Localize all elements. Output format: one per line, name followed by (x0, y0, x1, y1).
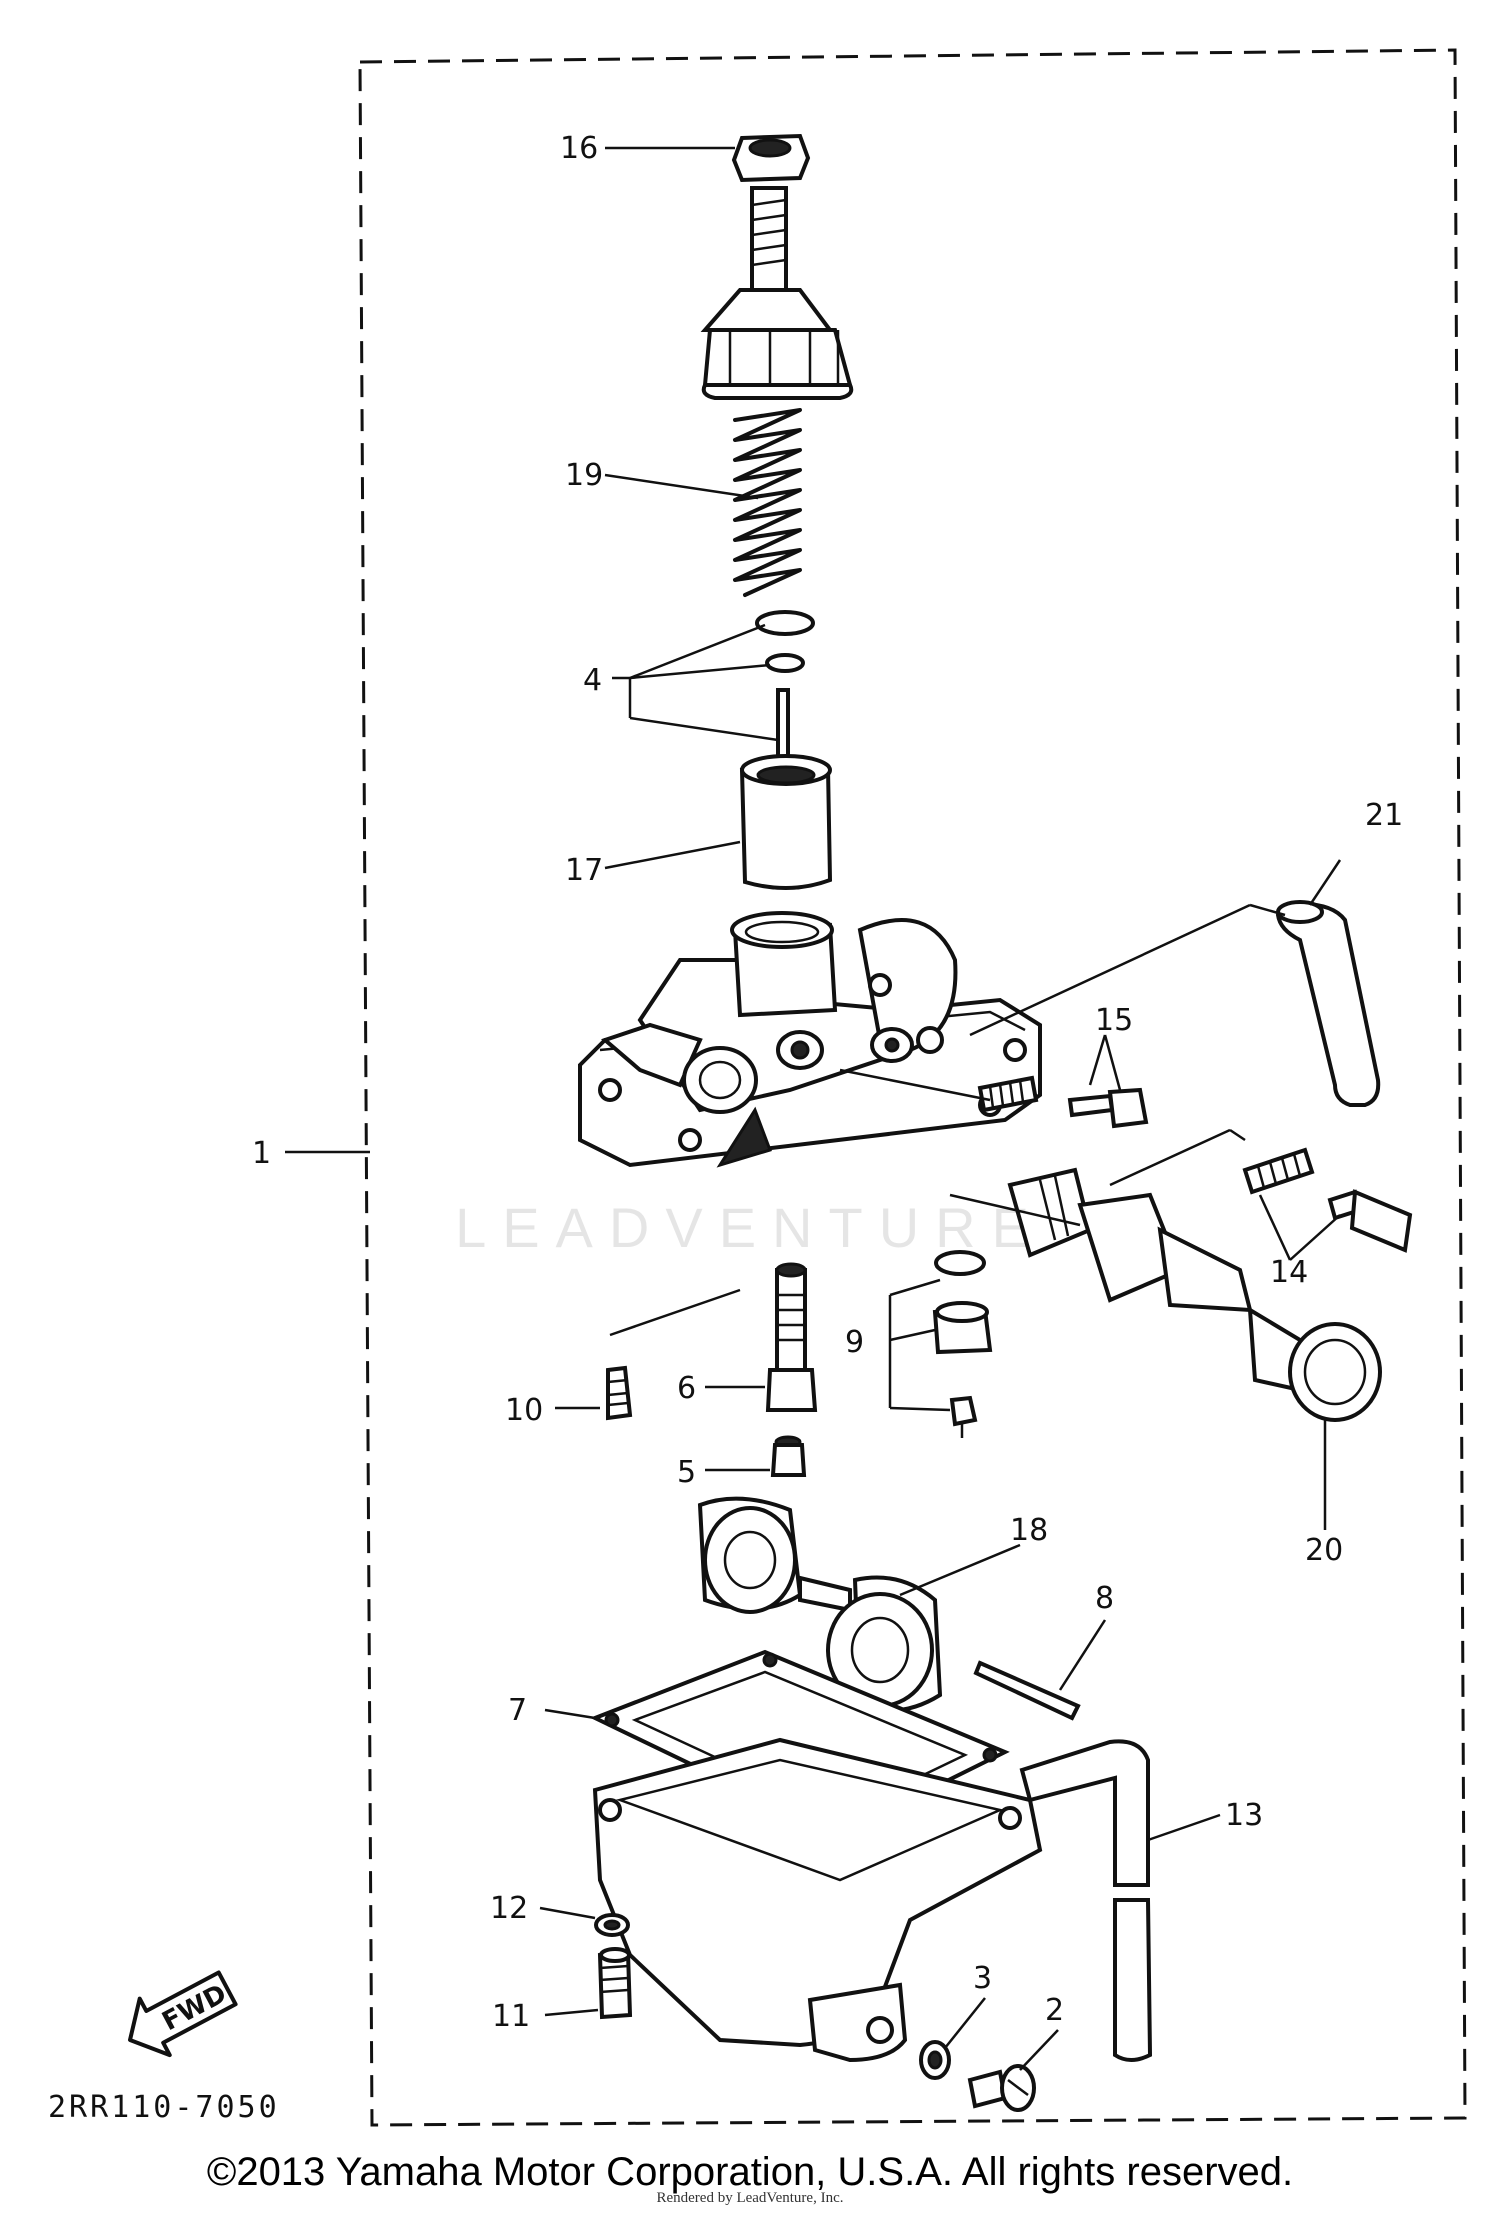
fwd-arrow-icon: FWD (128, 1970, 238, 2058)
part-10-pilot-jet (606, 1365, 633, 1421)
part-3-drain-washer (919, 2040, 951, 2080)
callout-19: 19 (565, 458, 603, 493)
part-20-choke-plunger (1007, 1167, 1382, 1422)
part-8-float-pin (973, 1660, 1081, 1721)
callout-21: 21 (1365, 798, 1403, 833)
rendered-by-notice: Rendered by LeadVenture, Inc. (656, 2190, 844, 2206)
part-5-main-jet (770, 1435, 807, 1477)
callout-6: 6 (677, 1371, 696, 1406)
copyright-notice: ©2013 Yamaha Motor Corporation, U.S.A. A… (206, 2150, 1294, 2194)
callout-8: 8 (1095, 1581, 1114, 1616)
part-19-throttle-spring (733, 408, 802, 597)
callout-13: 13 (1225, 1798, 1263, 1833)
callout-15: 15 (1095, 1003, 1133, 1038)
callout-1: 1 (252, 1136, 271, 1171)
part-13-drain-hose (1019, 1739, 1153, 2062)
part-15-pilot-screw-set (977, 1075, 1149, 1129)
callout-4: 4 (583, 663, 602, 698)
part-6-needle-jet (765, 1262, 818, 1412)
callout-labels: 1 2 3 4 5 6 7 8 9 10 11 12 13 14 15 16 1… (252, 131, 1403, 2034)
callout-12: 12 (490, 1891, 528, 1926)
callout-9: 9 (845, 1325, 864, 1360)
part-14-throttle-stop-screw-set (1242, 1147, 1413, 1253)
diagram-code: 2RR110-7050 (48, 2090, 280, 2125)
carburetor-body (578, 911, 1042, 1168)
callout-14: 14 (1270, 1255, 1308, 1290)
watermark: LEADVENTURE (455, 1196, 1045, 1259)
callout-5: 5 (677, 1455, 696, 1490)
callout-17: 17 (565, 853, 603, 888)
part-12-washer (594, 1913, 630, 1937)
callout-16: 16 (560, 131, 598, 166)
callout-3: 3 (973, 1961, 992, 1996)
callout-10: 10 (505, 1393, 543, 1428)
callout-7: 7 (508, 1693, 527, 1728)
part-16-cap-nut (731, 133, 811, 183)
part-2-drain-screw (967, 2064, 1036, 2112)
callout-19-leader (604, 473, 759, 500)
callout-17-leader (604, 840, 741, 870)
float-chamber (592, 1737, 1043, 2063)
part-17-throttle-valve (739, 754, 833, 890)
part-18-float (697, 1496, 943, 1713)
callout-2: 2 (1045, 1993, 1064, 2028)
part-11-screw (597, 1947, 633, 2020)
assembly-border (358, 48, 1467, 2127)
part-9-needle-valve-set (932, 1250, 993, 1438)
callout-11: 11 (492, 1999, 530, 2034)
callout-18: 18 (1010, 1513, 1048, 1548)
callout-20: 20 (1305, 1533, 1343, 1568)
mixing-chamber-top (700, 186, 854, 400)
part-21-hose (1275, 900, 1381, 1107)
